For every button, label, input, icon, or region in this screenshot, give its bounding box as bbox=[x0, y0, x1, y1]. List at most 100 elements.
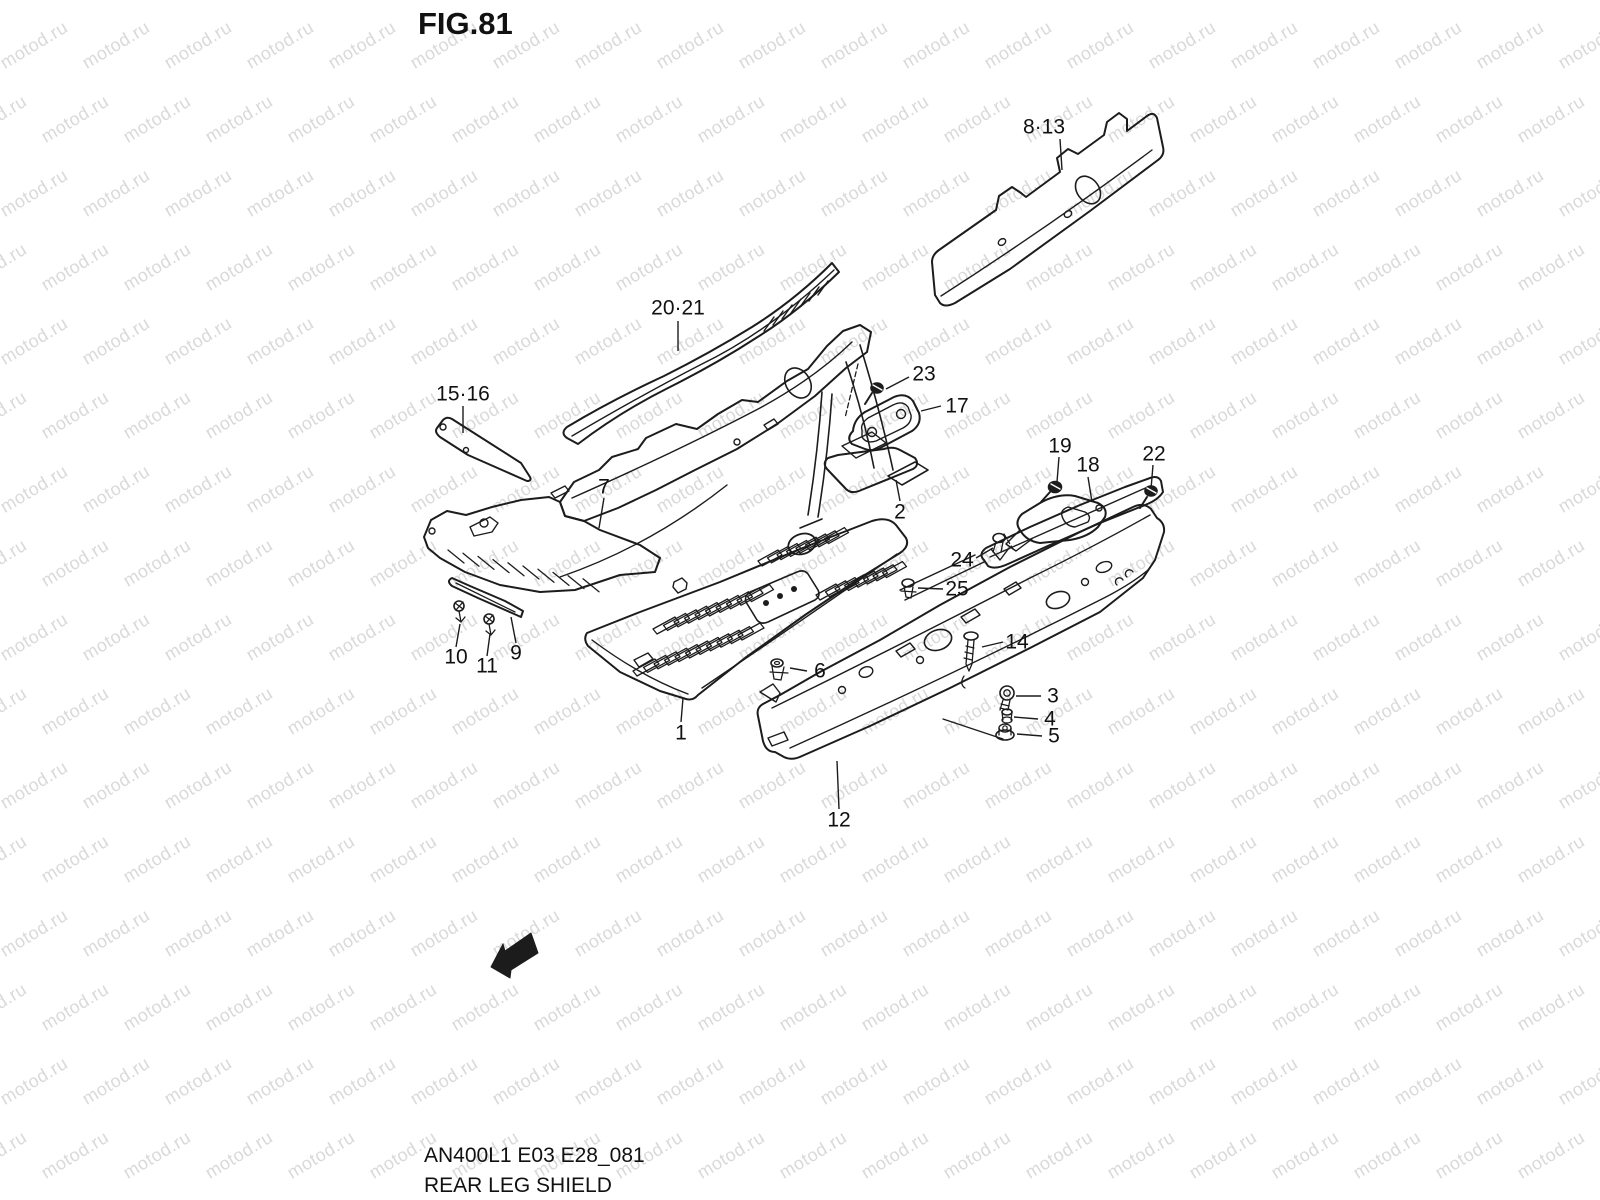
callout-17: 17 bbox=[945, 395, 968, 418]
callout-2: 2 bbox=[894, 501, 906, 524]
part-7-lower-tray bbox=[423, 484, 728, 593]
part-17-bracket bbox=[841, 363, 921, 459]
detail-line bbox=[447, 549, 465, 564]
detail-line bbox=[799, 292, 811, 308]
detail-line bbox=[785, 539, 812, 558]
detail-line bbox=[843, 573, 870, 592]
detail-line bbox=[726, 625, 755, 645]
detail-line bbox=[815, 583, 841, 601]
spacer-4 bbox=[1001, 708, 1013, 724]
part-8-13-panel bbox=[931, 112, 1165, 307]
detail-line bbox=[695, 636, 723, 656]
detail-line bbox=[715, 594, 743, 614]
detail-line bbox=[684, 640, 713, 659]
screw-24 bbox=[990, 532, 1010, 561]
detail-line bbox=[462, 552, 480, 567]
detail-line bbox=[853, 570, 879, 588]
detail-line bbox=[872, 564, 898, 582]
callout-8·13: 8·13 bbox=[1023, 116, 1065, 139]
detail-line bbox=[663, 647, 692, 666]
callout-4: 4 bbox=[1044, 708, 1056, 731]
detail-line bbox=[746, 583, 775, 603]
clip-10 bbox=[453, 600, 466, 623]
figure-code: AN400L1 E03 E28_081 bbox=[424, 1144, 645, 1167]
leader-line-19 bbox=[1056, 456, 1060, 483]
detail-line bbox=[834, 576, 860, 595]
leader-line-10 bbox=[455, 623, 461, 648]
leader-line-8·13 bbox=[1059, 138, 1063, 171]
leader-line-1 bbox=[680, 697, 684, 723]
callout-3: 3 bbox=[1047, 685, 1059, 708]
screw-23 bbox=[864, 382, 884, 405]
fasteners bbox=[453, 382, 1158, 741]
detail-line bbox=[772, 310, 784, 326]
bolt-3 bbox=[999, 685, 1015, 711]
detail-line bbox=[632, 658, 660, 677]
detail-line bbox=[814, 530, 840, 548]
detail-line bbox=[652, 616, 680, 635]
callout-1: 1 bbox=[675, 722, 687, 745]
detail-line bbox=[776, 542, 802, 561]
leader-line-14 bbox=[981, 641, 1004, 648]
detail-line bbox=[862, 567, 889, 585]
leader-line-24 bbox=[975, 547, 994, 559]
part-20-21-trim bbox=[562, 262, 840, 445]
callout-6: 6 bbox=[814, 660, 826, 683]
detail-line bbox=[582, 578, 600, 593]
detail-line bbox=[567, 574, 585, 590]
clip-25 bbox=[900, 578, 917, 599]
callout-18: 18 bbox=[1076, 454, 1099, 477]
nut-5 bbox=[995, 723, 1015, 741]
screw-14 bbox=[961, 631, 979, 689]
detail-line bbox=[694, 601, 722, 621]
detail-line bbox=[716, 629, 744, 648]
detail-line bbox=[781, 304, 793, 320]
detail-line bbox=[823, 526, 850, 545]
detail-line bbox=[674, 643, 702, 663]
leader-line-6 bbox=[789, 667, 808, 672]
detail-line bbox=[642, 654, 671, 674]
callout-9: 9 bbox=[510, 642, 522, 665]
part-9-strip bbox=[448, 577, 524, 618]
leader-line-23 bbox=[885, 376, 910, 390]
leader-line-4 bbox=[1013, 716, 1039, 720]
detail-line bbox=[653, 651, 681, 670]
detail-line bbox=[736, 587, 764, 606]
clip-11 bbox=[483, 613, 496, 636]
callout-22: 22 bbox=[1142, 443, 1165, 466]
leader-line-17 bbox=[920, 405, 942, 412]
screw-22 bbox=[1139, 485, 1158, 509]
callout-15·16: 15·16 bbox=[436, 383, 490, 406]
callout-11: 11 bbox=[476, 655, 498, 678]
callout-10: 10 bbox=[444, 646, 467, 669]
leader-line-12 bbox=[836, 760, 840, 810]
detail-line bbox=[824, 580, 851, 598]
callout-23: 23 bbox=[912, 363, 935, 386]
callout-12: 12 bbox=[827, 809, 850, 832]
detail-line bbox=[522, 565, 540, 580]
callout-7: 7 bbox=[598, 476, 610, 499]
leader-line-5 bbox=[1016, 733, 1043, 737]
part-7-upper bbox=[550, 324, 872, 522]
leader-line-18 bbox=[1087, 476, 1093, 503]
detail-line bbox=[537, 568, 555, 583]
detail-line bbox=[808, 286, 820, 302]
leader-line-7 bbox=[598, 497, 605, 529]
detail-line bbox=[790, 298, 802, 314]
screw-19 bbox=[1040, 480, 1063, 503]
figure-title: FIG.81 bbox=[418, 6, 513, 41]
detail-line bbox=[507, 562, 525, 577]
leader-line-2 bbox=[895, 479, 901, 502]
detail-line bbox=[705, 633, 734, 652]
callout-5: 5 bbox=[1048, 725, 1060, 748]
detail-line bbox=[704, 598, 733, 617]
detail-line bbox=[766, 546, 793, 564]
detail-line bbox=[477, 555, 495, 571]
leader-line-25 bbox=[917, 587, 944, 590]
detail-line bbox=[757, 549, 783, 567]
callout-14: 14 bbox=[1005, 631, 1029, 654]
detail-line bbox=[492, 558, 510, 574]
